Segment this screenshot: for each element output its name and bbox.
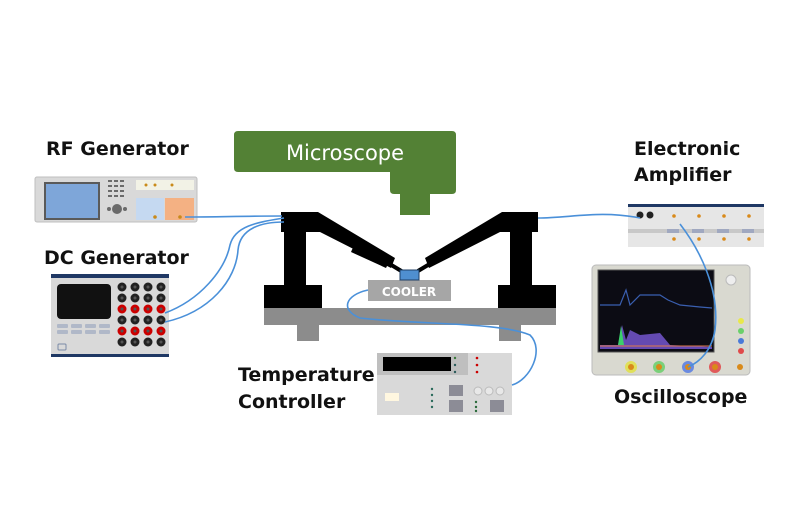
dc-generator <box>51 274 169 357</box>
electronic-amplifier-label-1: Electronic <box>634 138 741 160</box>
left-probe-manipulator <box>264 212 411 308</box>
amp-port <box>722 214 726 218</box>
temperature-controller-label-1: Temperature <box>238 364 375 386</box>
cable-rf-to-left-probe <box>184 215 283 218</box>
cable-dc-1 <box>164 217 285 314</box>
cable-dc-2 <box>164 221 285 323</box>
cable-amp-to-scope <box>679 223 717 368</box>
amp-port <box>697 214 701 218</box>
microscope: Microscope <box>234 131 456 215</box>
oscilloscope-label: Oscilloscope <box>614 386 748 408</box>
right-probe-manipulator <box>411 212 556 308</box>
electronic-amplifier <box>628 204 764 247</box>
microscope-label: Microscope <box>286 141 404 165</box>
stage-base <box>264 308 556 341</box>
cable-right-probe-to-amp <box>537 213 641 219</box>
cooler: COOLER <box>368 269 451 301</box>
amp-port <box>672 237 676 241</box>
temperature-controller <box>377 353 512 415</box>
rf-generator-label: RF Generator <box>46 138 189 160</box>
oscilloscope <box>591 264 751 376</box>
cable-cooler-to-temp <box>346 289 537 386</box>
electronic-amplifier-label-2: Amplifier <box>634 164 732 186</box>
rf-generator <box>34 176 198 223</box>
amp-port <box>697 237 701 241</box>
sample <box>399 269 420 281</box>
amp-port <box>672 214 676 218</box>
dc-generator-label: DC Generator <box>44 247 189 269</box>
amp-port <box>747 237 751 241</box>
amp-port <box>722 237 726 241</box>
temperature-controller-label-2: Controller <box>238 391 346 413</box>
cables <box>164 213 717 386</box>
cooler-label: COOLER <box>382 285 436 299</box>
amp-port <box>747 214 751 218</box>
